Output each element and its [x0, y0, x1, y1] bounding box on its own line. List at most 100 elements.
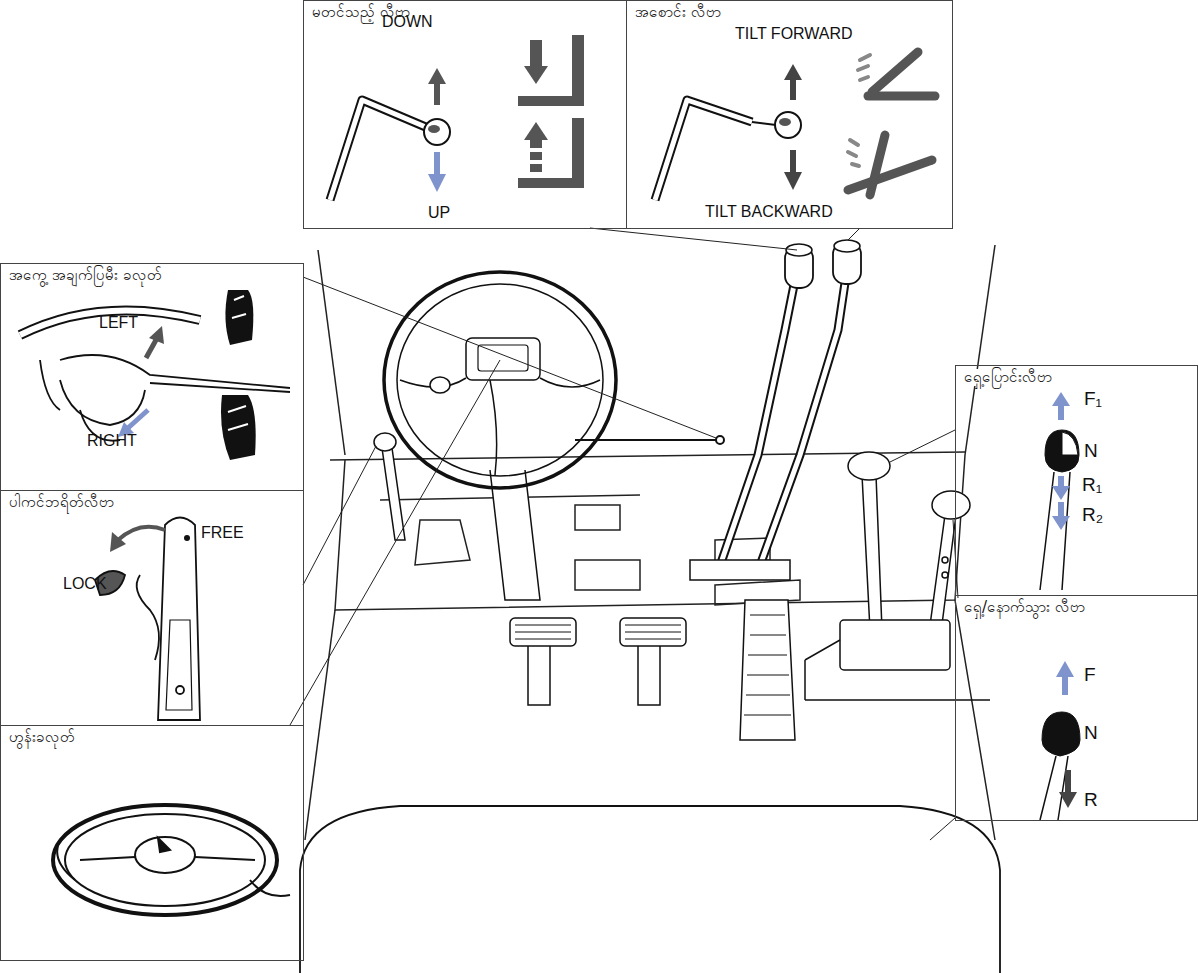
- direction-arrow-part: [790, 150, 796, 174]
- shift-levers: [805, 452, 990, 700]
- fork-icon-part: [524, 66, 548, 84]
- fork-icon-part: [572, 35, 584, 103]
- tilt-icon-part: [872, 52, 918, 92]
- hand-icon-part: [221, 395, 256, 460]
- control-panel: ဟွန်းခလုတ်: [0, 725, 304, 961]
- shift-levers-part: [805, 640, 990, 700]
- direction-arrow-part: [1052, 516, 1070, 530]
- shift-levers-part: [932, 491, 970, 519]
- steering-wheel-part: [430, 377, 450, 393]
- horn-wheel-icon-part: [80, 857, 255, 860]
- gear-label: R₂: [1082, 504, 1103, 526]
- leader-line-part: [590, 228, 797, 250]
- hand-icon-part: [225, 290, 253, 345]
- pedals-part: [620, 618, 686, 646]
- knob-icon-part: [1062, 432, 1078, 455]
- direction-arrow: [118, 326, 164, 437]
- steering-wheel-part: [400, 378, 600, 475]
- wheel-stalk-icon-part: [60, 380, 145, 425]
- lift-tilt-levers-part: [722, 280, 795, 560]
- lift-tilt-levers-part: [762, 276, 846, 560]
- direction-label: RIGHT: [87, 432, 137, 450]
- pedals-part: [510, 618, 576, 646]
- pedals-part: [515, 625, 571, 639]
- hand-icon-part: [228, 406, 248, 430]
- cab-outline-part: [415, 520, 470, 565]
- pedals-part: [528, 645, 550, 705]
- parking-brake-part: [374, 433, 396, 451]
- tilt-icon-part: [848, 160, 932, 190]
- gear-label: N: [1084, 440, 1098, 462]
- direction-arrow: [784, 64, 802, 190]
- direction-label: UP: [428, 204, 450, 222]
- shift-levers-part: [862, 475, 882, 630]
- lever-label: ရှေ့/နောက်သွား လီဗာ: [962, 599, 1087, 616]
- horn-wheel-icon-part: [53, 805, 277, 915]
- steering-wheel: [384, 272, 616, 600]
- shift-levers-part: [848, 452, 890, 480]
- direction-arrow-part: [784, 64, 802, 80]
- horn-wheel-icon-part: [158, 838, 170, 852]
- lever-label: ရှေ့ပြောင်းလီဗာ: [962, 369, 1054, 386]
- cab-outline-part: [305, 610, 335, 840]
- direction-arrow-part: [434, 82, 440, 105]
- gear-label: R: [1084, 789, 1098, 811]
- lever-icon-part: [330, 100, 428, 200]
- direction-arrow-part: [184, 535, 190, 541]
- switch-label: ဟွန်းခလုတ်: [7, 729, 77, 746]
- lift-tilt-levers: [690, 240, 861, 580]
- pedals-part: [740, 600, 795, 740]
- direction-arrow-part: [1056, 661, 1074, 677]
- cab-outline-part: [318, 250, 345, 455]
- direction-arrow-part: [146, 340, 156, 358]
- direction-label: LEFT: [99, 314, 138, 332]
- brake-lever-icon-part: [166, 620, 192, 710]
- direction-arrow-part: [1059, 792, 1077, 808]
- fork-icon: [518, 35, 584, 188]
- lever-icon-part: [775, 112, 801, 138]
- knob-icon: [1040, 712, 1080, 820]
- direction-label: TILT FORWARD: [735, 25, 853, 43]
- lever-icon: [655, 100, 801, 200]
- horn-wheel-icon-part: [65, 814, 265, 906]
- leader-line-part: [303, 277, 716, 438]
- direction-arrow-part: [784, 172, 802, 190]
- wheel-stalk-icon-part: [20, 310, 200, 335]
- brake-lever-icon-part: [158, 518, 200, 721]
- control-panel: ရှေ့/နောက်သွား လီဗာFNR: [955, 595, 1198, 821]
- hand-icon: [221, 290, 256, 460]
- lever-label: အစောင်း လီဗာ: [633, 4, 723, 21]
- lift-tilt-levers-part: [690, 560, 790, 580]
- leader-line-part: [930, 818, 955, 840]
- hand-icon-part: [232, 296, 246, 318]
- lift-tilt-levers-part: [762, 276, 846, 560]
- tilt-icon-part: [868, 92, 935, 101]
- direction-arrow-part: [1052, 486, 1070, 500]
- control-panel: အစောင်း လီဗာ TILT FORWARD TILT BACKWARD: [626, 0, 953, 229]
- direction-arrow-part: [1065, 770, 1071, 794]
- knob-icon: [1040, 430, 1079, 590]
- direction-arrow-part: [428, 68, 446, 84]
- tilt-icon: [848, 52, 935, 195]
- lever-icon: [330, 100, 450, 200]
- turn-signal-stalk: [575, 436, 724, 444]
- direction-arrow-part: [1058, 502, 1064, 518]
- gear-label: R₁: [1082, 474, 1102, 496]
- direction-arrow: [110, 527, 190, 552]
- fork-icon-part: [518, 178, 584, 188]
- brake-lever-icon: [95, 518, 200, 721]
- lever-icon-part: [779, 118, 791, 126]
- direction-arrow-part: [110, 532, 126, 552]
- operator-seat-part: [300, 806, 1000, 973]
- lever-icon-part: [655, 100, 752, 200]
- lever-label: ပါကင်ဘရိတ်လီဗာ: [7, 494, 116, 511]
- tilt-icon-part: [848, 140, 859, 166]
- knob-icon-part: [1045, 430, 1079, 472]
- gear-label: F₁: [1084, 388, 1102, 410]
- lever-icon-part: [752, 122, 776, 125]
- leader-line-part: [303, 446, 376, 585]
- gear-label: N: [1084, 722, 1098, 744]
- cab-outline-part: [575, 505, 620, 530]
- direction-label: TILT BACKWARD: [705, 203, 833, 221]
